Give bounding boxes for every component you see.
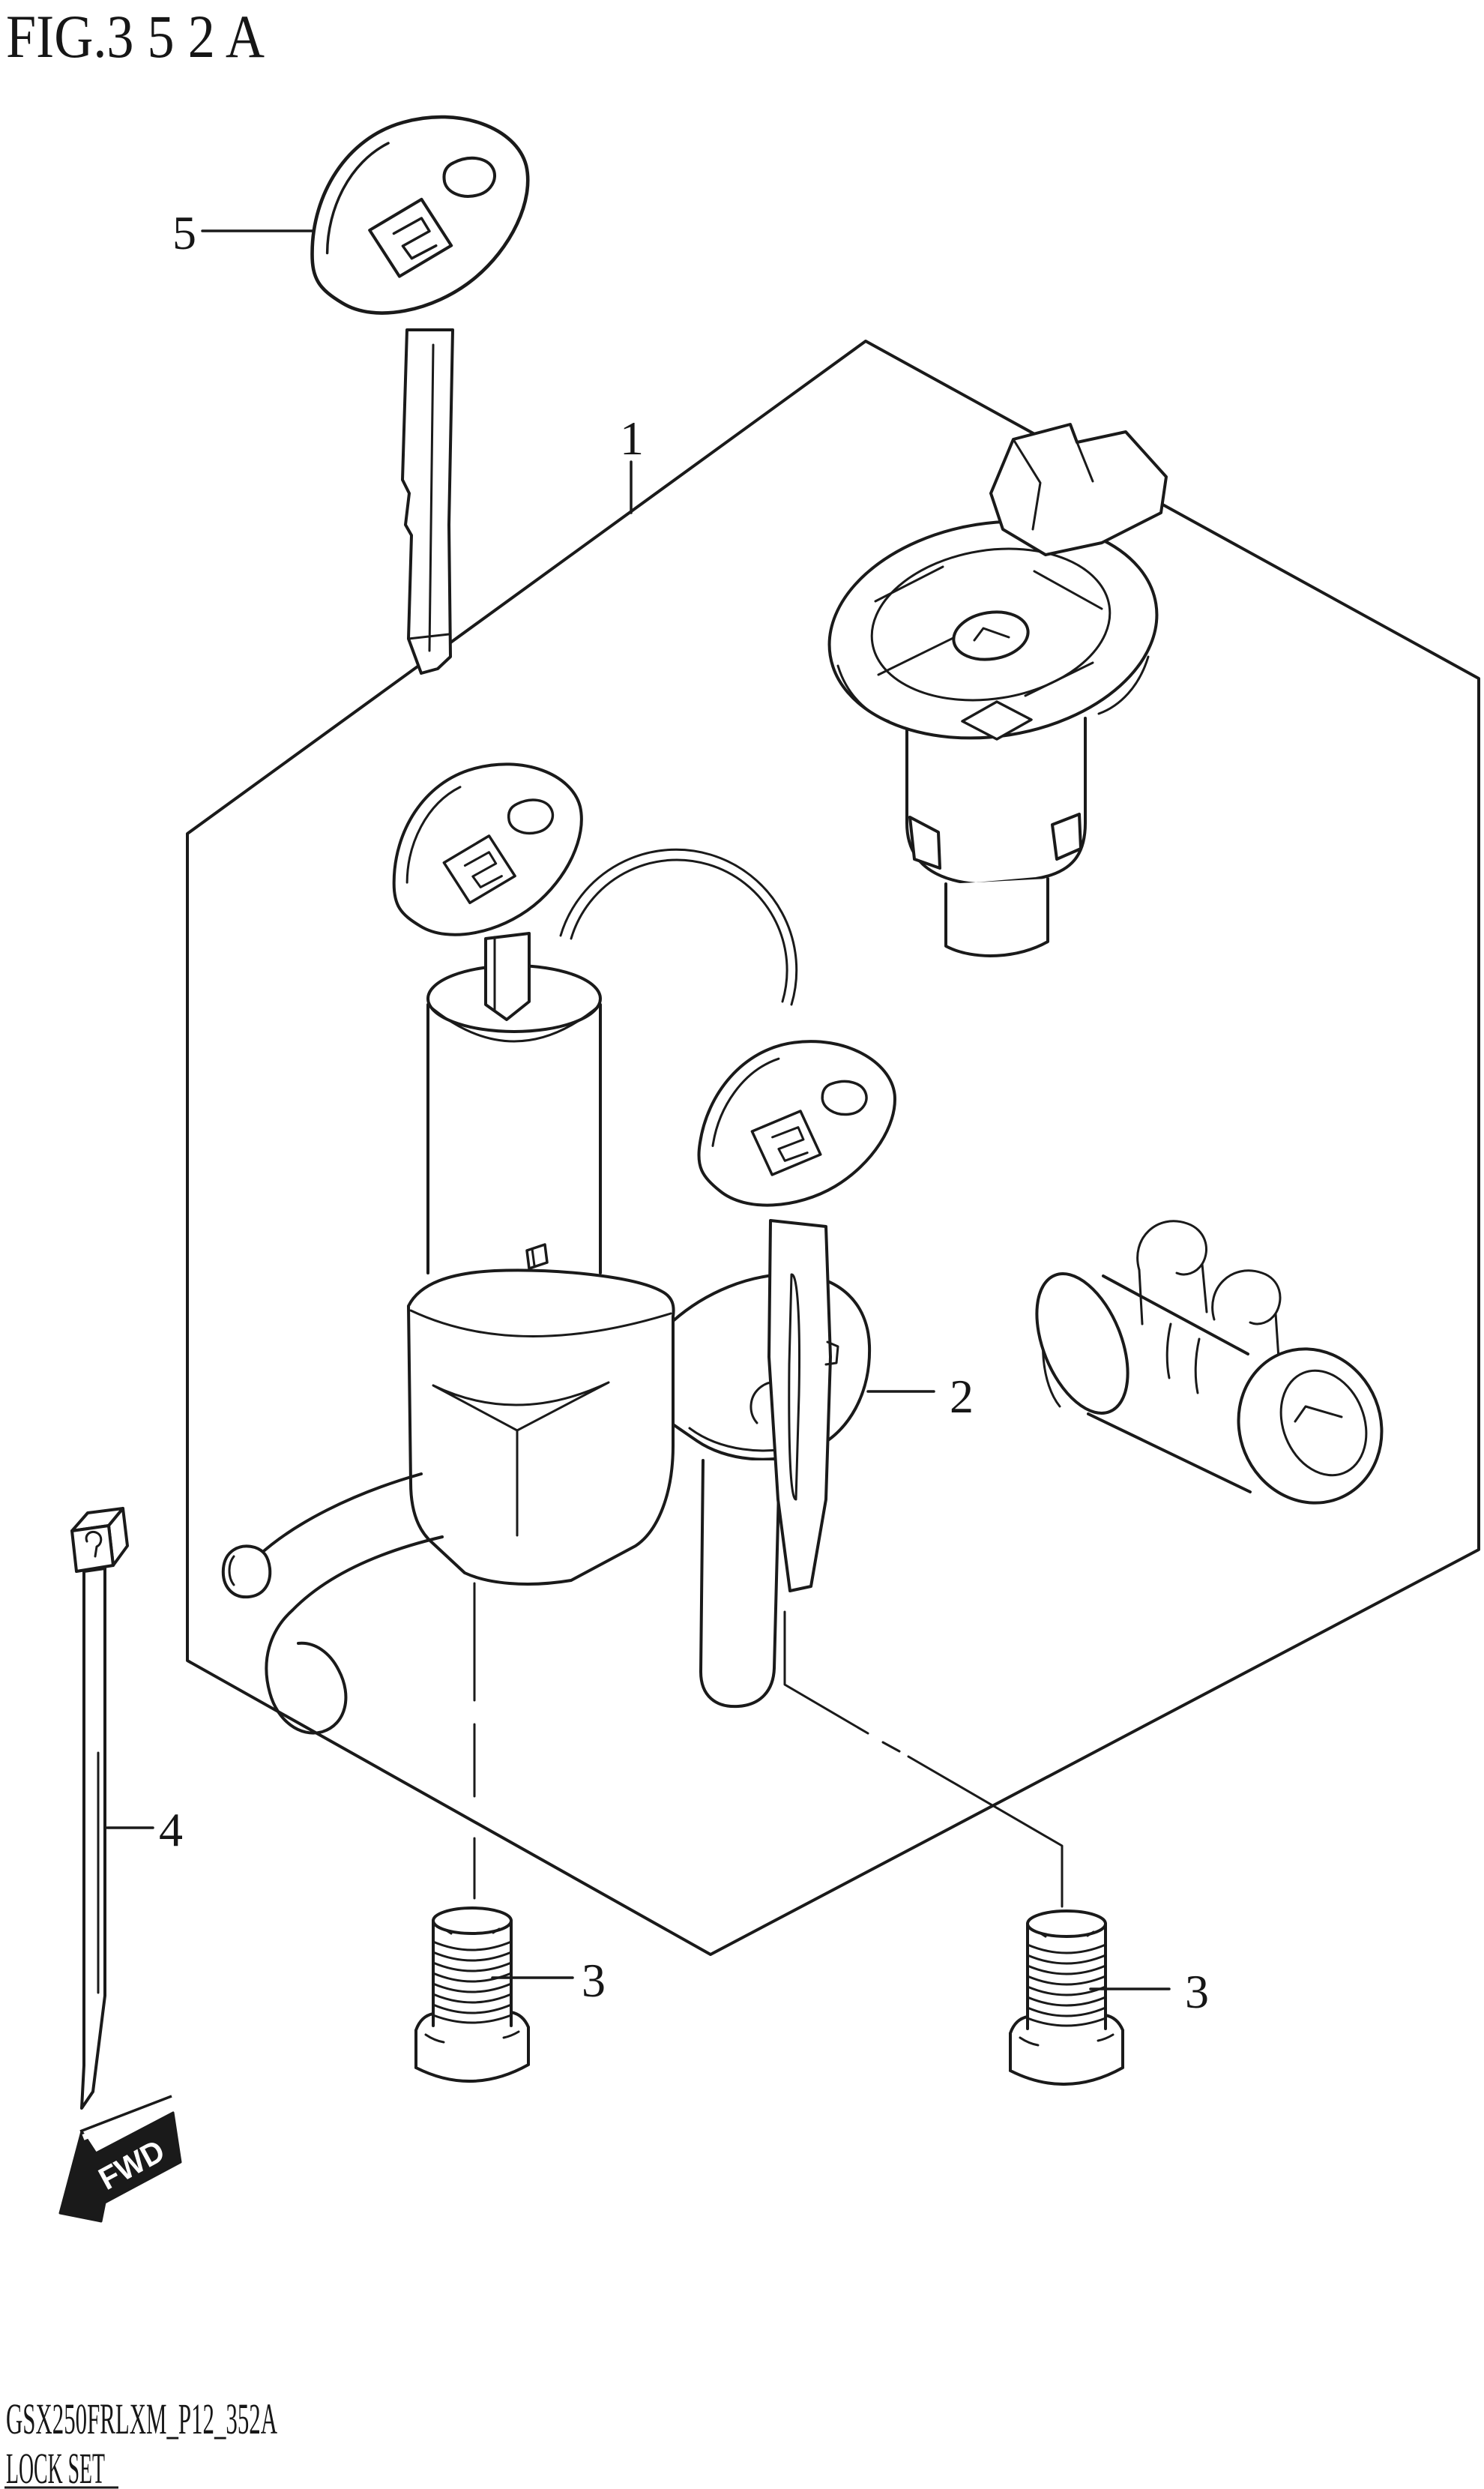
seat-lock-keyhole-mark — [1294, 1405, 1343, 1423]
seat-lock-bracket-lines — [1138, 1262, 1280, 1360]
hanging-key-blade-groove — [788, 1273, 800, 1501]
cable-tie-strap — [80, 1567, 106, 2110]
seat-lock-body-lines — [1087, 1274, 1252, 1493]
fuel-cap-keyhole-mark — [973, 627, 1010, 642]
ignition-cable-upper — [257, 1472, 423, 1557]
fuel-cap-spokes — [874, 565, 1103, 697]
ignition-mount-post — [699, 1459, 781, 1709]
fuel-cap-lower-stem — [944, 877, 1049, 957]
fuel-cap-ring-shading — [836, 655, 1150, 723]
screw-left-drawing — [414, 1906, 530, 2083]
ignition-cable-loop — [265, 1609, 348, 1735]
keyring-inner-arc — [570, 858, 788, 1003]
figure-title: FIG.3 5 2 A — [6, 2, 265, 70]
fuel-cap-lever-fold — [1012, 438, 1094, 531]
part-group-name: LOCK SET — [6, 2444, 105, 2489]
ignition-housing — [407, 1268, 675, 1586]
fuel-cap-ring-inner — [870, 547, 1112, 702]
fuel-cap-keyhole-cover — [952, 610, 1030, 661]
inserted-key-shaft — [484, 932, 531, 1021]
keyring-outer-arc — [559, 848, 798, 1006]
ignition-key-hanging — [678, 1004, 914, 1592]
enclosure-outline — [186, 340, 1480, 1956]
key-blank-drawing — [295, 87, 543, 675]
ignition-cylinder-sides — [426, 1003, 602, 1274]
ignition-cable-connector — [221, 1544, 272, 1599]
seat-lock-rear-flange — [1035, 1272, 1129, 1415]
ignition-housing-facets — [432, 1381, 610, 1537]
ignition-cable-lower — [291, 1535, 444, 1612]
fwd-arrow-bevel-edge — [79, 2095, 172, 2133]
drawing-code: GSX250FRLXM_P12_352A — [6, 2395, 277, 2443]
fwd-arrow-bevel — [82, 2099, 174, 2140]
callout-label-1: 1 — [620, 412, 644, 465]
callout-label-2: 2 — [950, 1370, 974, 1423]
fwd-arrow-icon: FWD — [58, 2095, 182, 2223]
callout-label-4: 4 — [159, 1803, 183, 1856]
cable-tie-head-slot — [85, 1530, 103, 1558]
fuel-tank-cap-drawing — [827, 423, 1168, 957]
ignition-housing-seam — [409, 1309, 672, 1337]
ignition-cylinder-tab — [525, 1243, 549, 1270]
cable-tie-drawing — [70, 1507, 129, 2110]
fuel-cap-tab-right — [1051, 813, 1082, 861]
ignition-key-inserted — [377, 736, 596, 1021]
ignition-switch-drawing — [221, 736, 1064, 1908]
seat-lock-hook-1 — [1136, 1220, 1207, 1276]
seat-lock-body-shading — [1165, 1322, 1201, 1394]
ignition-cylinder-tab-line — [531, 1247, 536, 1267]
fuel-cap-tab-left — [908, 816, 941, 870]
callout-label-5: 5 — [172, 206, 196, 259]
cable-tie-head-front — [70, 1524, 115, 1573]
callout-label-3b: 3 — [1185, 1965, 1209, 2018]
hanging-key-blade-notch — [824, 1340, 839, 1366]
seat-lock-drawing — [1035, 1220, 1384, 1505]
ignition-cylinder-collar — [426, 1003, 602, 1043]
seat-lock-front-face — [1279, 1369, 1368, 1477]
screw-right-drawing — [1009, 1909, 1124, 2086]
key-blank-blade — [401, 328, 454, 675]
ignition-cable-connector-line — [228, 1555, 235, 1586]
callout-label-3a: 3 — [582, 1954, 606, 2007]
seat-lock-hook-2 — [1211, 1269, 1282, 1325]
leader-line-screw-right — [783, 1610, 1064, 1908]
seat-lock-front-flange — [1237, 1347, 1384, 1505]
fuel-cap-wedge — [961, 700, 1033, 741]
key-blank-blade-groove — [407, 343, 450, 652]
